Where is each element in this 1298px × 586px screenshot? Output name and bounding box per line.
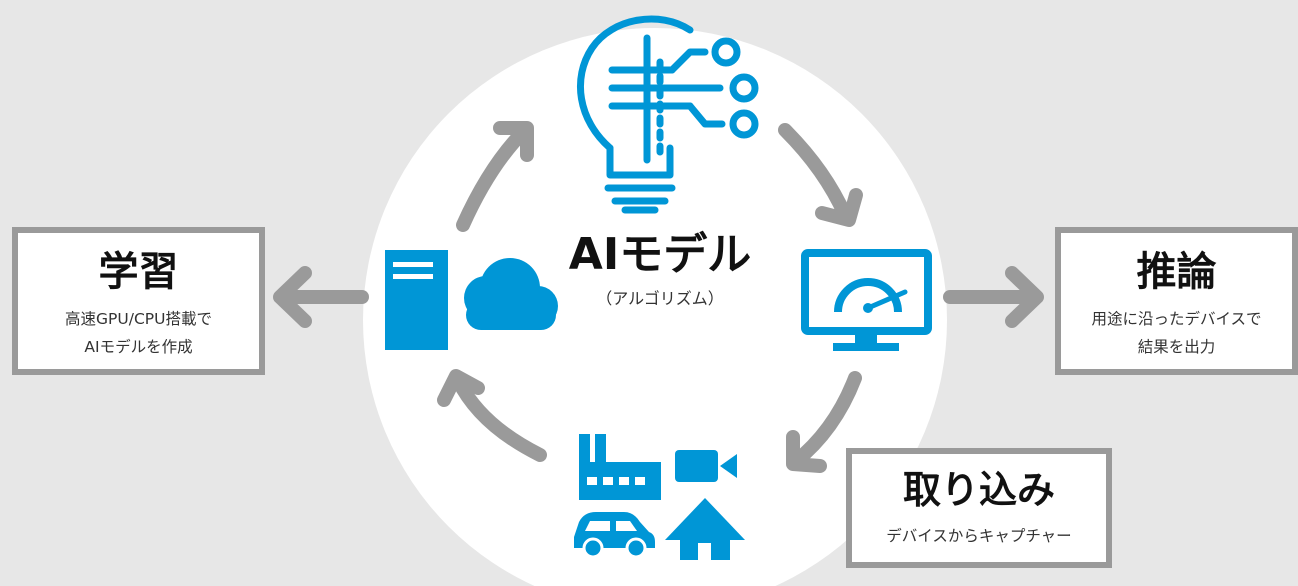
model-subtitle: （アルゴリズム）	[596, 289, 724, 308]
cycle-arrow-to-model-head	[493, 121, 534, 162]
arrow-to-learn-box-head	[273, 266, 312, 328]
learn-title: 学習	[98, 249, 179, 295]
car-icon	[574, 512, 655, 559]
infer-title: 推論	[1136, 249, 1217, 295]
cycle-arrow-to-learn	[451, 373, 547, 462]
house-icon	[665, 498, 745, 560]
arrow-to-infer-box-head	[1005, 266, 1044, 328]
capture-box: 取り込み デバイスからキャプチャー	[846, 448, 1112, 568]
cycle-arrow-to-infer	[778, 123, 852, 222]
server-icon	[385, 250, 448, 350]
cycle-arrow-to-capture-head	[786, 430, 827, 473]
infer-line2: 結果を出力	[1137, 338, 1216, 356]
factory-icon	[579, 434, 661, 500]
monitor-gauge-icon	[801, 249, 932, 351]
learn-box: 学習 高速GPU/CPU搭載で AIモデルを作成	[12, 227, 265, 375]
infer-box: 推論 用途に沿ったデバイスで 結果を出力	[1055, 227, 1298, 375]
capture-line1: デバイスからキャプチャー	[886, 527, 1072, 545]
video-camera-icon	[675, 450, 737, 482]
capture-title: 取り込み	[902, 468, 1055, 512]
learn-line2: AIモデルを作成	[84, 338, 193, 356]
cycle-arrow-to-capture	[788, 371, 862, 469]
infer-line1: 用途に沿ったデバイスで	[1091, 310, 1262, 328]
cycle-arrow-to-learn-head	[437, 369, 485, 407]
learn-line1: 高速GPU/CPU搭載で	[65, 310, 212, 328]
cycle-arrow-to-infer-head	[815, 188, 863, 227]
center-circle	[363, 28, 947, 586]
lightbulb-circuit-icon	[577, 15, 759, 214]
cycle-arrow-to-model	[456, 123, 532, 232]
model-title: AIモデル	[568, 229, 752, 280]
cloud-icon	[464, 258, 558, 330]
